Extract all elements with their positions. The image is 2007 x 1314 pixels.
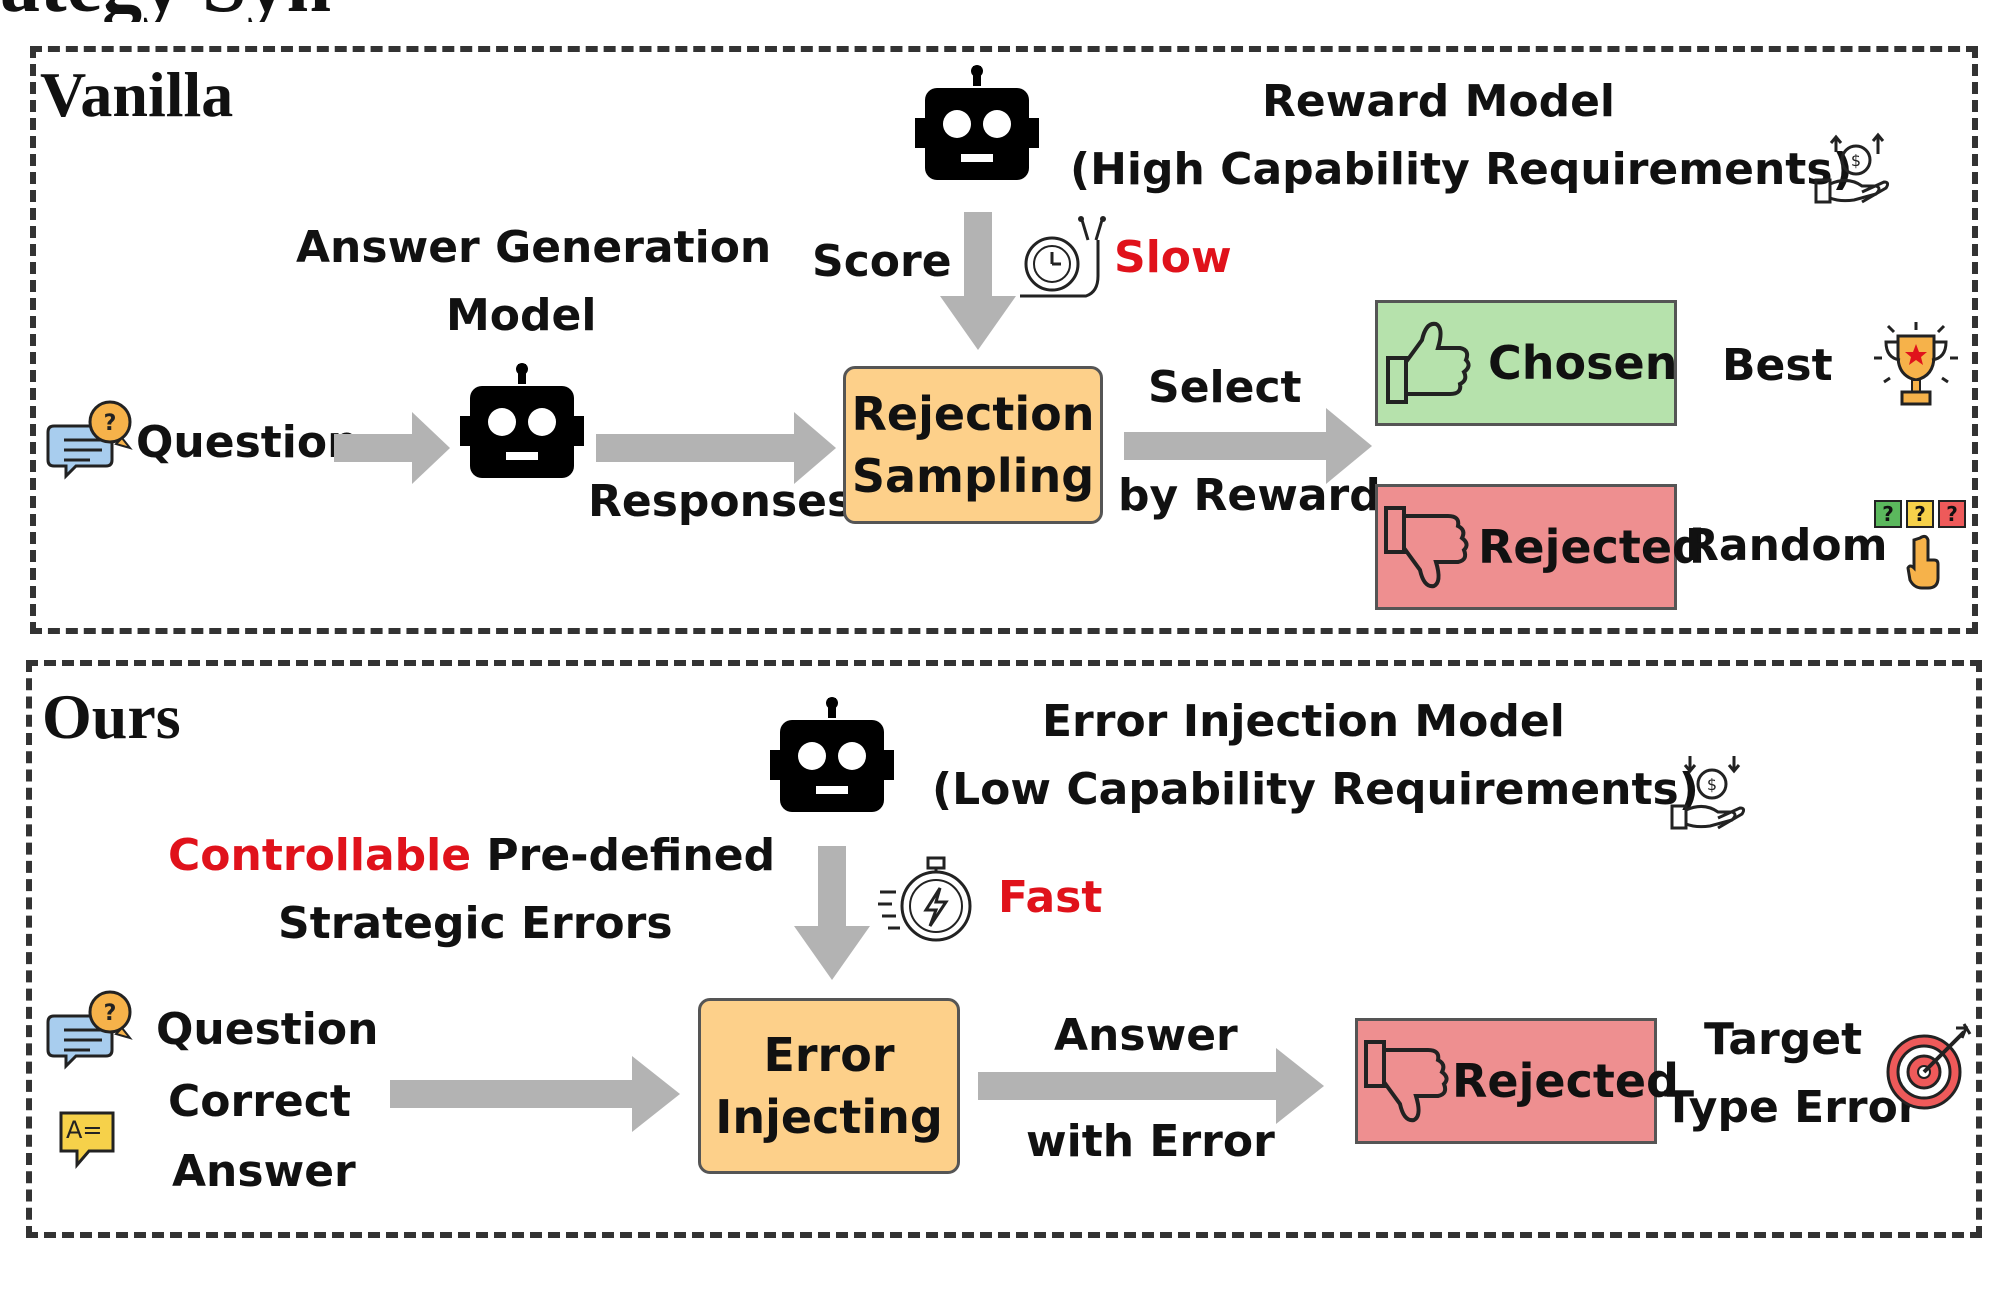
controllable-errors-label: Controllable Pre-defined [168, 830, 775, 883]
correct-label: Correct [168, 1076, 351, 1127]
random-badge-green: ? [1874, 500, 1902, 528]
svg-text:?: ? [104, 411, 117, 436]
target-label: Target [1704, 1014, 1863, 1065]
vanilla-panel [30, 46, 1978, 634]
inputs-to-injecting-arrow [390, 1056, 680, 1132]
reward-model-subtitle: (High Capability Requirements) [1070, 144, 1853, 195]
ours-panel [26, 660, 1982, 1238]
fast-arrow [794, 846, 870, 980]
answer-doc-icon: A= [58, 1110, 116, 1170]
score-arrow [940, 212, 1016, 350]
type-error-label: Type Error [1664, 1082, 1920, 1133]
answer-label: Answer [172, 1146, 356, 1197]
ours-rejected-label: Rejected [1452, 1053, 1679, 1108]
error-injecting-box: Error Injecting [698, 998, 960, 1174]
select-by-reward-arrow [1124, 408, 1372, 484]
score-label: Score [812, 236, 952, 287]
random-badge-yellow: ? [1906, 500, 1934, 528]
answer-with-error-arrow [978, 1048, 1324, 1124]
controllable-word: Controllable [168, 830, 472, 881]
answer-generation-title: Answer Generation [296, 222, 772, 273]
ours-rejected-box: Rejected [1355, 1018, 1679, 1144]
slow-label: Slow [1114, 232, 1232, 283]
rejection-sampling-box: Rejection Sampling [843, 366, 1103, 524]
select-label: Select [1148, 362, 1302, 413]
clipped-figure-title: ategy Syn [0, 0, 560, 22]
stopwatch-icon [878, 856, 972, 942]
ours-thumbs-down-icon [1364, 1040, 1449, 1123]
vanilla-rejected-box: Rejected [1375, 484, 1705, 610]
svg-text:$: $ [1851, 151, 1861, 170]
rejection-sampling-line1: Rejection [851, 386, 1095, 441]
reward-model-title: Reward Model [1262, 76, 1616, 127]
best-label: Best [1722, 340, 1833, 391]
predefined-word: Pre-defined [471, 830, 776, 881]
reward-model-robot-icon [915, 65, 1039, 180]
answer-with-label: Answer [1054, 1010, 1238, 1061]
random-badges: ? ? ? [1874, 500, 1970, 532]
responses-label: Responses [588, 476, 854, 527]
answer-doc-glyph: A= [66, 1116, 103, 1144]
error-model-title: Error Injection Model [1042, 696, 1565, 747]
strategic-errors-label: Strategic Errors [278, 898, 673, 949]
error-injecting-line1: Error [763, 1027, 895, 1082]
thumbs-up-icon [1386, 321, 1471, 404]
answer-generation-model-label: Model [446, 290, 597, 341]
ours-question-label: Question [156, 1004, 379, 1055]
vanilla-title: Vanilla [40, 59, 234, 130]
responses-arrow [596, 412, 836, 484]
svg-text:$: $ [1707, 775, 1717, 794]
money-hand-down-icon: $ [1670, 756, 1746, 830]
fast-label: Fast [998, 872, 1103, 923]
svg-text:?: ? [104, 1001, 117, 1026]
question-chat-icon: ? [46, 400, 133, 480]
chosen-label: Chosen [1488, 335, 1678, 390]
answer-generation-robot-icon [460, 363, 584, 478]
ours-question-chat-icon: ? [46, 990, 133, 1070]
error-injection-robot-icon [770, 697, 894, 812]
error-model-subtitle: (Low Capability Requirements) [932, 764, 1699, 815]
vanilla-rejected-label: Rejected [1478, 519, 1705, 574]
target-icon [1886, 1023, 1972, 1110]
random-label: Random [1685, 520, 1888, 571]
thumbs-down-icon [1384, 506, 1469, 589]
pointing-hand-icon [1906, 534, 1940, 590]
rejection-sampling-line2: Sampling [851, 449, 1095, 503]
error-injecting-line2: Injecting [715, 1090, 943, 1144]
question-to-generator-arrow [334, 412, 450, 484]
money-hand-up-icon: $ [1814, 132, 1890, 204]
chosen-box: Chosen [1375, 300, 1677, 426]
by-reward-label: by Reward [1118, 470, 1381, 521]
random-badge-red: ? [1938, 500, 1966, 528]
with-error-label: with Error [1026, 1116, 1275, 1167]
trophy-icon [1874, 322, 1958, 406]
vanilla-question-label: Question [136, 417, 359, 468]
snail-clock-icon [1020, 216, 1106, 298]
ours-title: Ours [42, 681, 181, 752]
